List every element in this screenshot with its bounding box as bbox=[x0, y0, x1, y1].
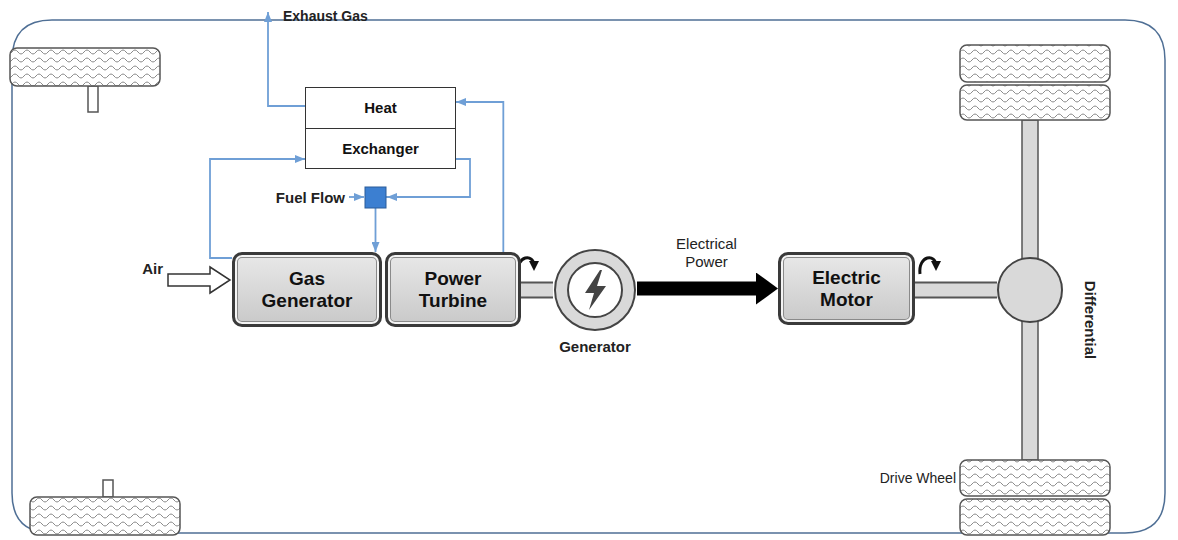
node-text: Differential bbox=[1082, 281, 1099, 359]
node-text: Generator bbox=[559, 338, 631, 355]
fuel-valve bbox=[365, 187, 386, 208]
node-text: Exchanger bbox=[306, 129, 455, 169]
generator-face bbox=[568, 263, 622, 317]
flow-path bbox=[456, 102, 503, 252]
part-label: Drive Wheel bbox=[880, 470, 956, 486]
fuel-arrow bbox=[349, 196, 364, 198]
flow-label: Air bbox=[142, 260, 163, 277]
flow-label: Fuel Flow bbox=[276, 189, 345, 206]
shaft-outline bbox=[521, 282, 553, 299]
exhaust-arrow bbox=[268, 12, 305, 106]
vehicle-outline bbox=[12, 20, 1165, 533]
flow-arrowhead bbox=[387, 193, 397, 201]
process-box: Power Turbine bbox=[385, 252, 521, 327]
rotation-arrow bbox=[920, 258, 936, 274]
tire bbox=[960, 460, 1110, 496]
flow-label: Exhaust Gas bbox=[283, 8, 368, 24]
generator-ring bbox=[555, 250, 635, 330]
node-text: Heat bbox=[306, 88, 455, 129]
drive-shaft bbox=[521, 290, 553, 291]
edge-label: Electrical Power bbox=[662, 235, 752, 271]
wheel-stub bbox=[103, 480, 113, 497]
differential-circle: Differential bbox=[997, 257, 1063, 323]
tire bbox=[10, 48, 160, 86]
node-text: Electric Motor bbox=[792, 267, 902, 311]
flow-line bbox=[376, 159, 471, 252]
power-arrow-body bbox=[637, 282, 756, 296]
node-text: Gas Generator bbox=[252, 268, 362, 312]
flow-path bbox=[376, 159, 471, 252]
lightning-symbol bbox=[585, 270, 606, 310]
drive-shaft bbox=[915, 290, 997, 291]
process-box: Gas Generator bbox=[232, 252, 382, 327]
node-text: Power Turbine bbox=[398, 268, 508, 312]
shaft-outline bbox=[915, 282, 997, 299]
tire bbox=[30, 497, 180, 535]
air-arrow bbox=[168, 267, 230, 293]
flow-path bbox=[210, 159, 305, 258]
tire bbox=[960, 85, 1110, 120]
heat-exchanger-box: HeatExchanger bbox=[305, 87, 456, 169]
shaft-body bbox=[915, 284, 997, 297]
generator-symbol bbox=[553, 248, 637, 332]
power-arrow bbox=[637, 288, 756, 289]
wheel-stub bbox=[88, 86, 98, 112]
shaft-body bbox=[521, 284, 553, 297]
tire bbox=[960, 499, 1110, 535]
process-box: Electric Motor bbox=[778, 252, 915, 325]
flow-line bbox=[456, 102, 503, 252]
tire bbox=[960, 45, 1110, 82]
generator-circle: Generator bbox=[553, 248, 637, 332]
flow-line bbox=[210, 159, 305, 258]
